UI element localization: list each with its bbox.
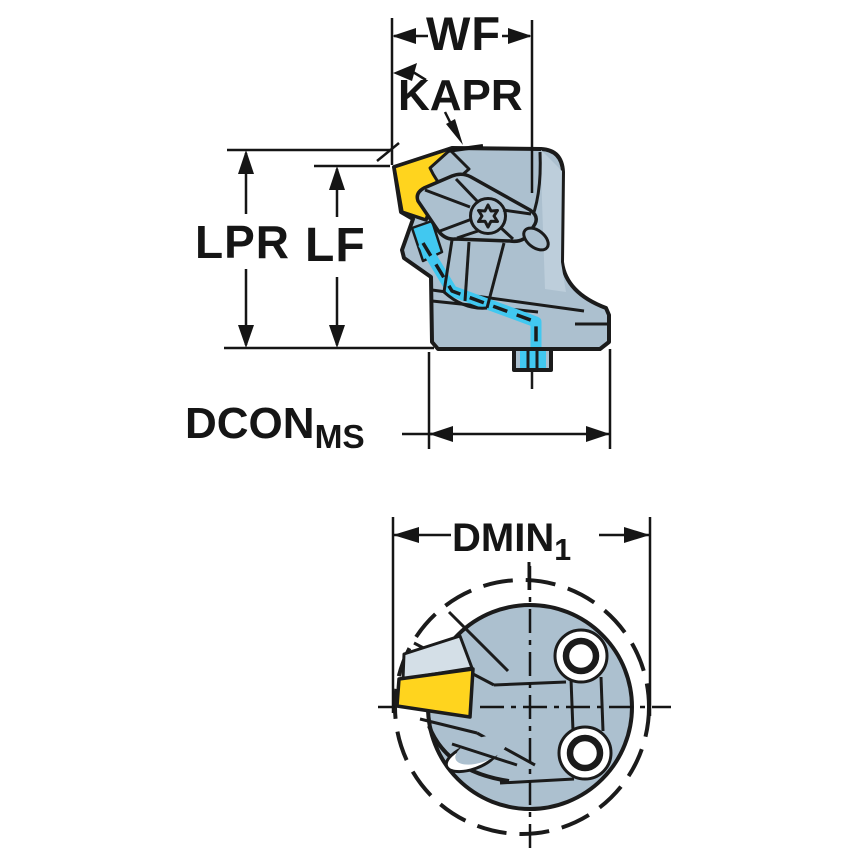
insert-corner-detail <box>522 226 550 252</box>
spigot <box>512 347 553 389</box>
kapr-leader <box>393 63 484 153</box>
dmin-dimension <box>391 517 652 716</box>
lpr-dimension <box>224 142 434 350</box>
insert-front-view <box>395 667 475 719</box>
dcon-dimension <box>402 349 612 449</box>
wf-label: WF <box>426 7 502 60</box>
dmin-base: DMIN <box>452 516 555 560</box>
dmin-subscript: 1 <box>554 533 572 568</box>
clamp-arm <box>442 239 506 310</box>
dcon-subscript: MS <box>314 419 365 457</box>
coolant-channel-dashes <box>421 242 538 367</box>
dcon-label: DCONMS <box>185 399 365 457</box>
boss-bridge <box>571 677 603 731</box>
lower-clamp-front <box>419 717 575 785</box>
dcon-base: DCON <box>185 399 315 448</box>
wf-dimension <box>390 18 534 193</box>
clamp-facet-lines <box>424 177 532 241</box>
front-view-drawing <box>378 566 671 849</box>
clamp-trigon <box>415 172 538 244</box>
lf-label: LF <box>305 219 366 272</box>
kapr-label: KAPR <box>398 71 523 120</box>
dmin-label: DMIN1 <box>452 518 571 566</box>
lf-dimension <box>314 164 390 348</box>
body-highlight-facet <box>541 150 566 292</box>
torx-screw-icon <box>469 197 507 235</box>
screw-boss <box>553 628 613 781</box>
side-view-drawing <box>392 146 611 389</box>
lpr-label: LPR <box>195 216 290 268</box>
